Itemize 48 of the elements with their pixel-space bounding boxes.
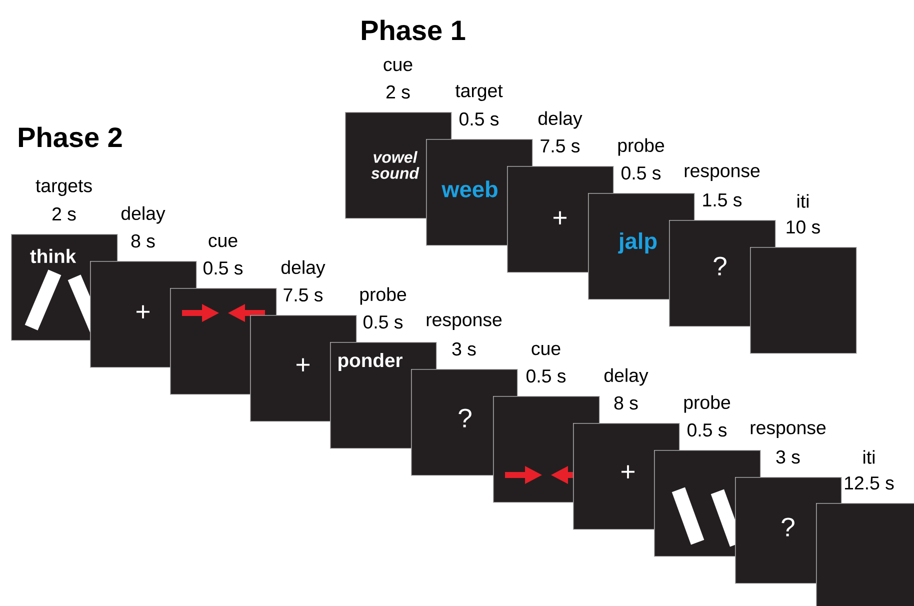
event-label: iti [798,194,808,208]
screen-word: ponder [338,352,402,371]
screen-symbol: + [622,465,634,478]
screen-word: jalp [618,232,657,254]
event-label: response [426,316,502,330]
duration-label: 0.5 s [622,166,661,180]
duration-label: 0.5 s [204,261,243,275]
duration-label: 0.5 s [460,112,499,126]
event-label: delay [121,206,166,224]
duration-label: 8 s [614,396,638,410]
duration-label: 3 s [776,450,800,464]
duration-label: 10 s [786,220,820,234]
duration-label: 0.5 s [526,369,566,383]
event-label: response [750,424,826,438]
duration-label: 3 s [452,342,476,356]
duration-label: 12.5 s [845,476,894,490]
event-label: probe [360,287,406,305]
duration-label: 1.5 s [703,193,742,207]
duration-label: 0.5 s [364,315,403,329]
screen-symbol: + [136,305,150,318]
screen-word: vowel sound [371,151,420,179]
screen-symbol: + [296,358,310,372]
duration-label: 8 s [131,234,155,248]
event-label: cue [384,60,412,72]
duration-label: 0.5 s [688,423,727,437]
event-label: iti [864,450,874,464]
phase-heading: Phase 2 [18,126,122,148]
duration-label: 2 s [386,85,410,99]
screen-symbol: ? [714,256,726,276]
duration-label: 7.5 s [540,139,580,153]
event-label: targets [36,180,92,196]
event-label: delay [538,111,582,129]
screen-symbol: ? [458,408,472,428]
screen-symbol: ? [782,518,794,536]
event-label: probe [618,138,664,156]
phase-heading: Phase 1 [362,20,466,40]
duration-label: 7.5 s [284,288,323,302]
event-label: delay [281,260,326,278]
screen-symbol: + [554,211,566,224]
duration-label: 2 s [52,207,76,221]
event-label: target [455,85,503,101]
screen-word: weeb [442,180,498,198]
event-label: cue [208,236,238,248]
event-label: probe [684,395,730,413]
screen-word: think [30,248,76,264]
event-label: response [684,167,760,181]
event-label: cue [532,344,560,356]
event-label: delay [604,368,648,386]
